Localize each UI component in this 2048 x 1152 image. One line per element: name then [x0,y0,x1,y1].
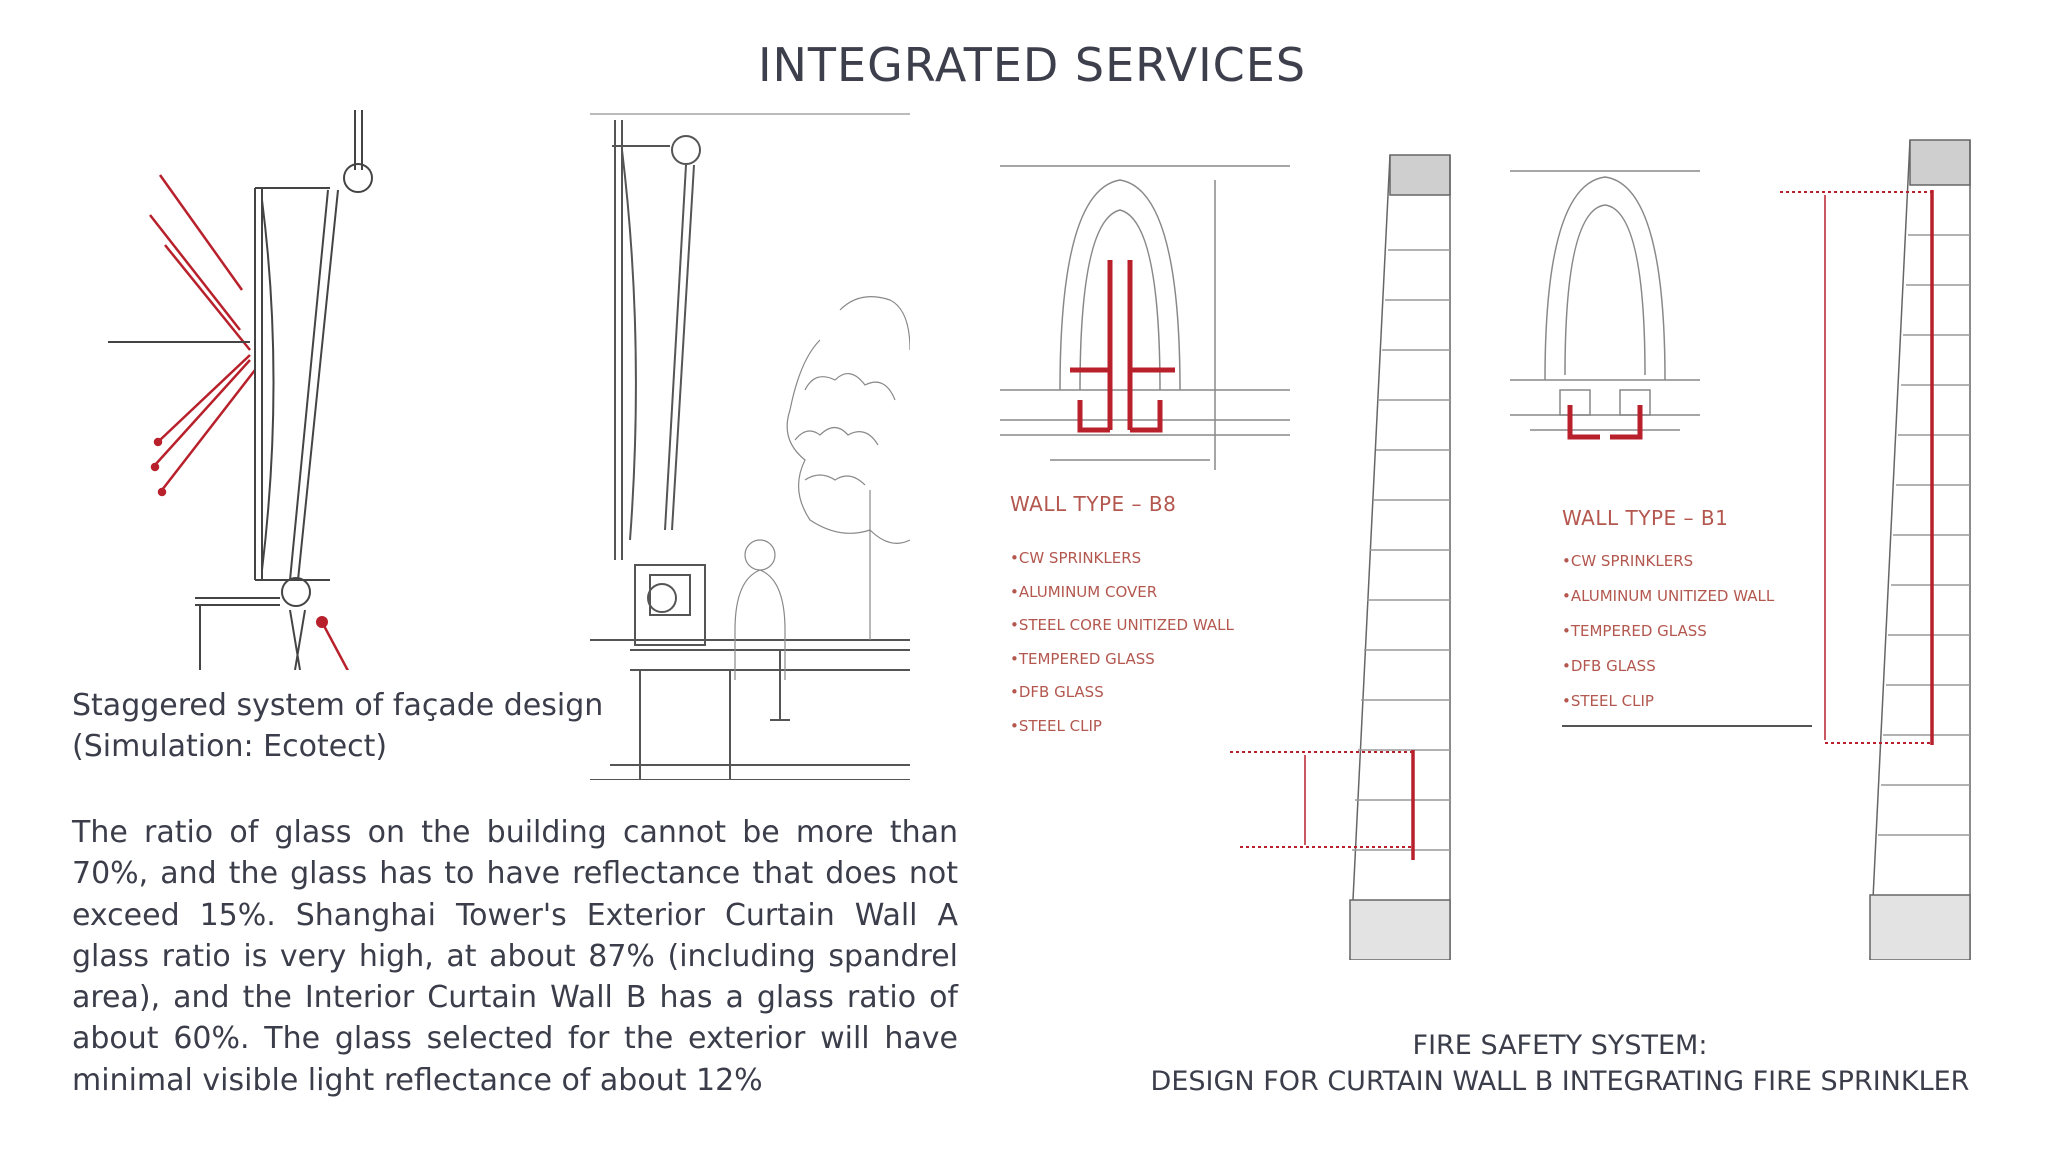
facade-caption-line2: (Simulation: Ecotect) [72,729,388,764]
wall-b1-heading: WALL TYPE – B1 [1562,506,1729,530]
wall-b1-detail-drawing [1510,170,1700,440]
wall-b8-legend: WALL TYPE – B8 •CW SPRINKLERS •ALUMINUM … [1010,492,1234,743]
wall-b1-elevation-drawing [1780,139,1971,960]
fire-safety-caption-line2: DESIGN FOR CURTAIN WALL B INTEGRATING FI… [1150,1066,1970,1097]
interior-section-drawing [590,113,910,780]
wall-b8-item: •ALUMINUM COVER [1010,582,1158,601]
wall-b8-elevation-drawing [1230,154,1451,960]
wall-b1-underline [1562,725,1812,727]
wall-b8-item: •CW SPRINKLERS [1010,549,1142,567]
glass-ratio-paragraph: The ratio of glass on the building canno… [72,815,958,1098]
wall-b1-item: •CW SPRINKLERS [1562,552,1694,570]
wall-b1-item: •DFB GLASS [1562,657,1656,675]
wall-b8-detail-drawing [1000,165,1290,470]
facade-caption-line1: Staggered system of façade design [72,688,604,723]
wall-b8-heading: WALL TYPE – B8 [1010,492,1177,516]
wall-b8-item: •STEEL CORE UNITIZED WALL [1010,616,1234,634]
wall-b1-item: •ALUMINUM UNITIZED WALL [1562,587,1775,605]
wall-b8-item: •DFB GLASS [1010,683,1104,701]
fire-safety-caption: FIRE SAFETY SYSTEM: DESIGN FOR CURTAIN W… [1130,1028,1990,1100]
fire-safety-caption-line1: FIRE SAFETY SYSTEM: [1412,1030,1708,1061]
wall-b8-item: •TEMPERED GLASS [1010,649,1155,668]
facade-section-drawing [108,110,373,670]
facade-caption: Staggered system of façade design (Simul… [72,685,632,767]
page-title: INTEGRATED SERVICES [757,38,1307,92]
wall-b1-item: •TEMPERED GLASS [1562,622,1707,640]
wall-b8-item: •STEEL CLIP [1010,716,1102,735]
wall-b1-item: •STEEL CLIP [1562,692,1654,710]
wall-b1-legend: WALL TYPE – B1 •CW SPRINKLERS •ALUMINUM … [1562,506,1812,727]
